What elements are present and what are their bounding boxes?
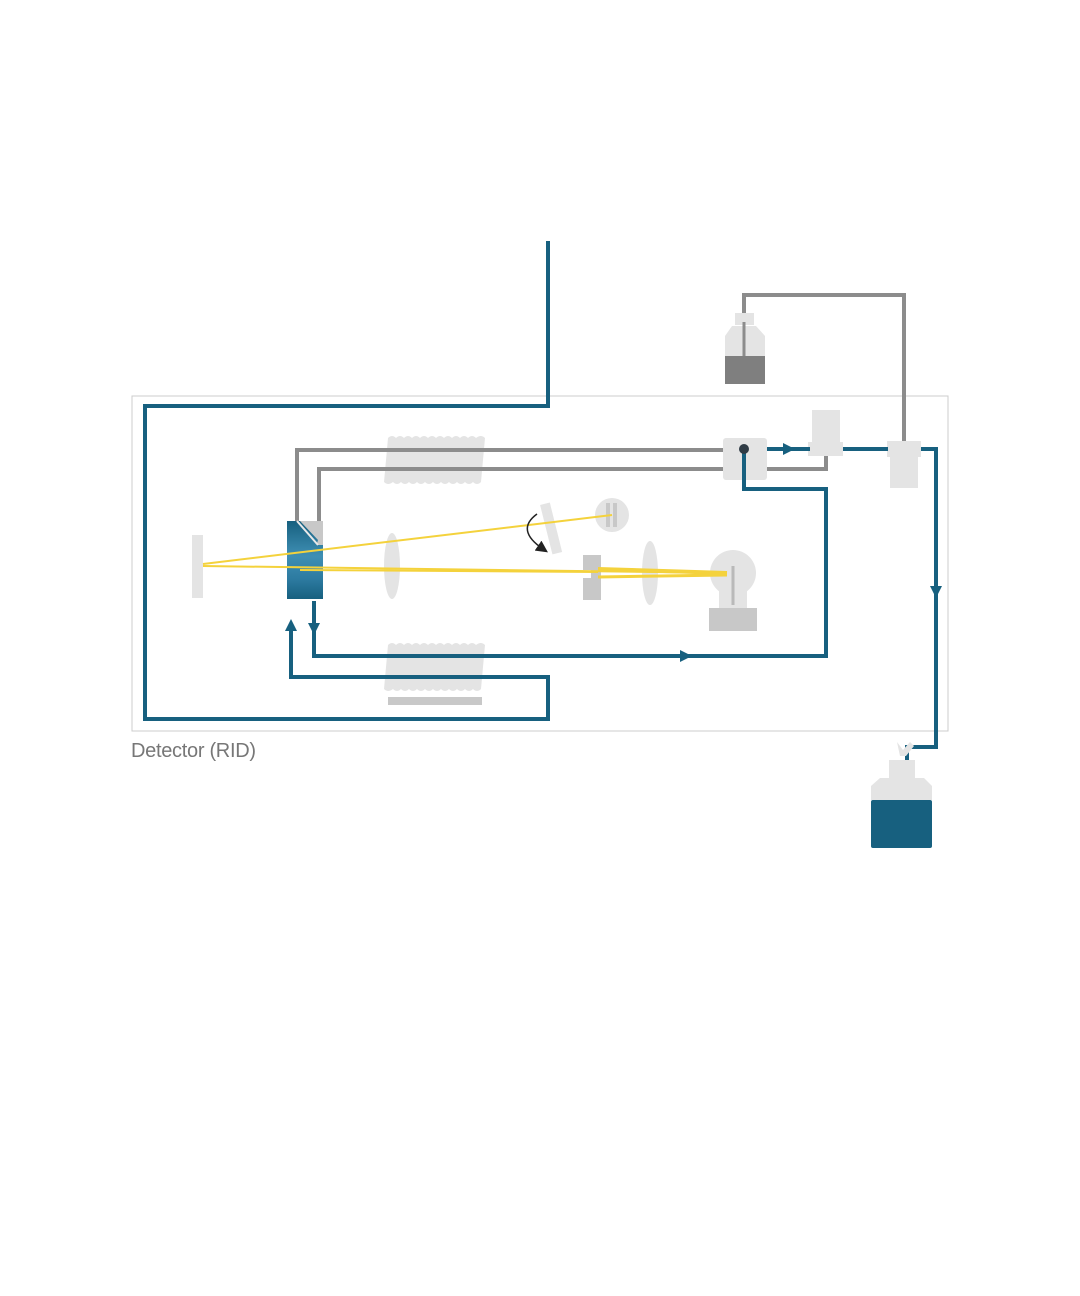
lamp <box>709 550 757 631</box>
flow-cell <box>287 521 323 599</box>
sample-tubing <box>145 241 936 760</box>
beam-splitter-mirror <box>540 503 562 555</box>
arrow-icon <box>680 650 692 662</box>
zero-glass <box>192 535 203 598</box>
arrow-icon <box>285 619 297 631</box>
waste-bottle <box>871 742 932 848</box>
heat-exchanger-bottom <box>384 643 485 705</box>
arrow-icon <box>930 586 942 598</box>
waste-valve <box>887 441 921 488</box>
recycle-valve <box>808 410 843 456</box>
rotation-arrow-icon <box>527 514 543 549</box>
detector-label: Detector (RID) <box>131 740 256 763</box>
valve-port <box>739 444 749 454</box>
arrow-icon <box>783 443 795 455</box>
solvent-bottle <box>725 313 765 384</box>
heat-exchanger-top <box>384 436 485 484</box>
arrow-icon <box>308 623 320 635</box>
